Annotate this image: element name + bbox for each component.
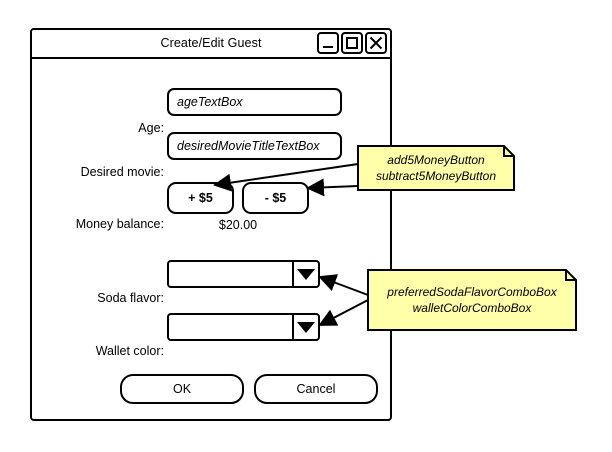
note-line-2: walletColorComboBox (412, 301, 532, 315)
subtract-5-money-button[interactable]: - $5 (242, 182, 309, 214)
window-titlebar: Create/Edit Guest (32, 30, 390, 59)
money-balance-value: $20.00 (218, 218, 258, 232)
soda-flavor-dropdown-button[interactable] (292, 262, 318, 286)
desired-movie-label: Desired movie: (80, 165, 164, 179)
wallet-color-label: Wallet color: (95, 344, 164, 358)
minimize-icon (323, 46, 333, 48)
maximize-button[interactable] (341, 32, 363, 54)
wallet-color-dropdown-button[interactable] (292, 315, 318, 339)
create-edit-guest-window: Create/Edit Guest (30, 28, 392, 421)
chevron-down-icon (297, 321, 315, 333)
wallet-color-combobox[interactable] (167, 313, 320, 341)
soda-flavor-label: Soda flavor: (97, 291, 164, 305)
close-icon (369, 36, 383, 50)
desired-movie-input[interactable]: desiredMovieTitleTextBox (167, 132, 342, 160)
note-line-1: add5MoneyButton (387, 153, 485, 167)
close-button[interactable] (365, 32, 387, 54)
age-label: Age: (138, 121, 164, 135)
cancel-button[interactable]: Cancel (254, 374, 378, 404)
add-5-money-button[interactable]: + $5 (167, 182, 234, 214)
money-buttons-note: add5MoneyButton subtract5MoneyButton (356, 144, 516, 192)
note-line-2: subtract5MoneyButton (375, 169, 497, 183)
window-title: Create/Edit Guest (160, 36, 262, 50)
maximize-icon (346, 37, 358, 49)
money-balance-label: Money balance: (75, 217, 164, 231)
age-input[interactable]: ageTextBox (167, 88, 342, 116)
minimize-button[interactable] (317, 32, 339, 54)
note-line-1: preferredSodaFlavorComboBox (387, 285, 557, 299)
chevron-down-icon (297, 268, 315, 280)
window-controls (317, 32, 387, 54)
combobox-note: preferredSodaFlavorComboBox walletColorC… (366, 268, 578, 332)
ok-button[interactable]: OK (120, 374, 244, 404)
preferred-soda-flavor-combobox[interactable] (167, 260, 320, 288)
